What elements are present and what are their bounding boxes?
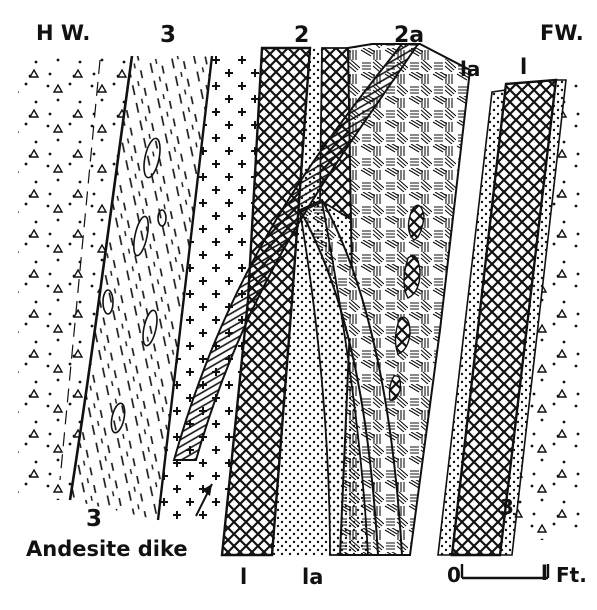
label-vein-2: 2 (294, 23, 309, 48)
scale-bar: 0 l Ft. (447, 561, 587, 587)
scale-zero: 0 (447, 563, 461, 587)
scale-unit: Ft. (556, 563, 587, 587)
scale-one: l (541, 561, 548, 585)
label-vein-2a: 2a (394, 23, 424, 48)
label-vein-3-bottom-right: 3 (500, 495, 514, 519)
label-hanging-wall: H W. (36, 21, 90, 45)
label-vein-3-top: 3 (160, 22, 176, 48)
label-vein-1-top: l (520, 55, 527, 79)
label-vein-3-bottom-left: 3 (86, 506, 102, 532)
label-andesite-dike: Andesite dike (26, 537, 188, 561)
label-vein-1a-bottom: la (302, 565, 323, 589)
label-vein-1a-top: la (460, 57, 480, 81)
label-vein-1-bottom: l (240, 565, 247, 589)
label-footwall: FW. (540, 21, 584, 45)
